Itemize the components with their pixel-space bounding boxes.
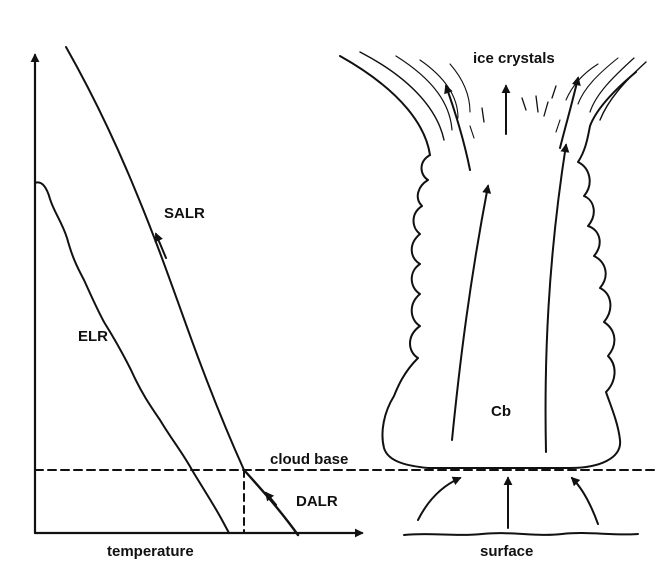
anvil-strand <box>599 61 647 121</box>
anvil-left-edge <box>339 55 431 156</box>
salr-arrow <box>154 232 167 259</box>
dalr-label: DALR <box>296 493 338 510</box>
anvil-strand <box>419 59 459 119</box>
updraft-arrow <box>444 84 471 171</box>
elr-curve <box>34 181 230 534</box>
temperature-label: temperature <box>107 543 194 560</box>
salr-curve <box>65 46 245 471</box>
updraft-arrow <box>451 184 492 441</box>
dalr-arrow <box>264 491 278 507</box>
cumulonimbus-cloud <box>339 51 647 536</box>
updraft-arrow <box>559 76 581 149</box>
surface-label: surface <box>480 543 533 560</box>
inflow-arrow <box>417 476 462 521</box>
lapse-rate-graph <box>30 46 364 538</box>
cloud-outline <box>381 71 637 469</box>
surface-line <box>403 532 639 536</box>
ice-crystal-marks <box>469 85 561 139</box>
ice-crystals-label: ice crystals <box>473 50 555 67</box>
anvil-strand <box>577 57 619 105</box>
inflow-arrow <box>570 476 599 525</box>
anvil-strand <box>359 51 445 141</box>
elr-label: ELR <box>78 328 108 345</box>
dalr-line <box>242 468 300 537</box>
anvil-strand <box>589 57 635 113</box>
cb-label: Cb <box>491 403 511 420</box>
cloud-base-label: cloud base <box>270 451 348 468</box>
anvil-strand <box>449 63 471 113</box>
anvil-strand <box>395 55 453 131</box>
salr-label: SALR <box>164 205 205 222</box>
updraft-arrow <box>544 143 570 453</box>
